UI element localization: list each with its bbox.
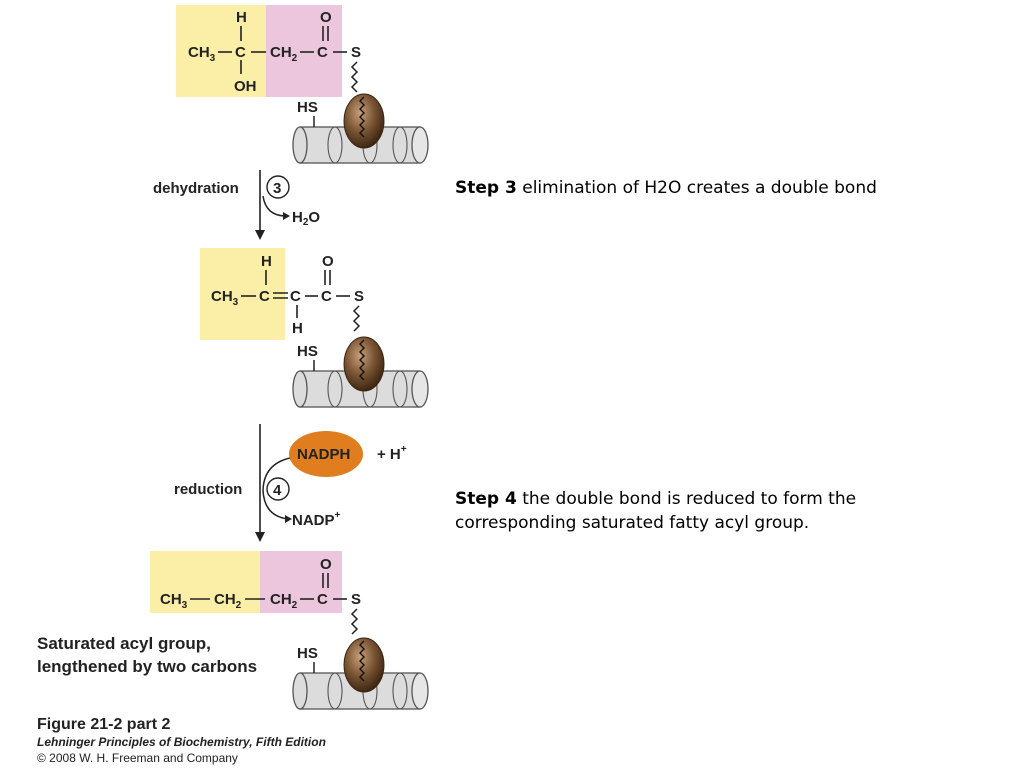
ch2-group-3a: CH2	[214, 591, 242, 611]
caption-line-1: Saturated acyl group,	[37, 634, 211, 653]
s-thioester-2: S	[354, 288, 364, 305]
step-3-text: elimination of H2O creates a double bond	[516, 178, 877, 198]
acp-carrier-2: HS	[292, 336, 429, 408]
o-carbonyl-3: O	[320, 556, 332, 573]
water-product: H2O	[292, 209, 320, 228]
copyright: © 2008 W. H. Freeman and Company	[37, 751, 238, 765]
reduction-label: reduction	[174, 481, 242, 498]
ch2-group-3b: CH2	[270, 591, 298, 611]
h-top: H	[236, 9, 247, 26]
ch3-group-3: CH3	[160, 591, 188, 611]
o-carbonyl-2: O	[322, 253, 334, 270]
highlight-box-pink	[266, 5, 342, 97]
step-4-circle	[266, 477, 290, 501]
highlight-box-yellow-2	[200, 248, 285, 340]
step-4-title: Step 4	[455, 489, 517, 509]
ch3-group-2: CH3	[211, 288, 239, 308]
nadp-plus-label: NADP+	[292, 510, 341, 529]
hs-label: HS	[297, 99, 318, 116]
ch3-group: CH3	[188, 44, 216, 64]
c1: C	[259, 288, 270, 305]
dehydration-label: dehydration	[153, 180, 239, 197]
molecule-1-hydroxyacyl: CH3 C H OH CH2 C O S HS	[176, 5, 429, 164]
c-carbonyl: C	[317, 44, 328, 61]
h-bottom-2: H	[292, 320, 303, 337]
step-3-number: 3	[273, 180, 281, 197]
c2: C	[290, 288, 301, 305]
molecule-3-saturated-acyl: CH3 CH2 CH2 C O S HS	[150, 551, 429, 710]
step-3-title: Step 3	[455, 178, 517, 198]
c-alpha: C	[235, 44, 246, 61]
s-thioester-3: S	[351, 591, 361, 608]
step-4-number: 4	[273, 482, 282, 499]
caption-line-2: lengthened by two carbons	[37, 657, 257, 676]
o-carbonyl: O	[320, 9, 332, 26]
h-plus-label: + H+	[377, 444, 407, 463]
hs-label-3: HS	[297, 645, 318, 662]
step-4-arrow: NADPH + H+ 4 reduction NADP+	[174, 424, 407, 542]
c-carbonyl-3: C	[317, 591, 328, 608]
h-top-2: H	[261, 253, 272, 270]
figure-label: Figure 21-2 part 2	[37, 716, 170, 733]
nadph-label: NADPH	[297, 446, 350, 463]
molecule-2-enoyl: CH3 C H C H C O S HS	[200, 248, 429, 408]
highlight-box-yellow	[176, 5, 266, 97]
c3-carbonyl: C	[321, 288, 332, 305]
step-3-circle	[266, 175, 290, 199]
step-3-arrow: 3 dehydration H2O	[153, 170, 320, 240]
highlight-box-yellow-3	[150, 551, 260, 613]
step-3-description: Step 3 elimination of H2O creates a doub…	[455, 176, 995, 200]
acp-carrier-1: HS	[292, 93, 429, 164]
oh-group: OH	[234, 78, 257, 95]
acp-carrier-3: HS	[292, 637, 429, 710]
book-title: Lehninger Principles of Biochemistry, Fi…	[37, 735, 326, 749]
step-4-description: Step 4 the double bond is reduced to for…	[455, 487, 925, 535]
step-4-text: the double bond is reduced to form the c…	[455, 489, 857, 533]
hs-label-2: HS	[297, 343, 318, 360]
nadph-ellipse	[289, 431, 363, 477]
ch2-group: CH2	[270, 44, 298, 64]
s-thioester: S	[351, 44, 361, 61]
